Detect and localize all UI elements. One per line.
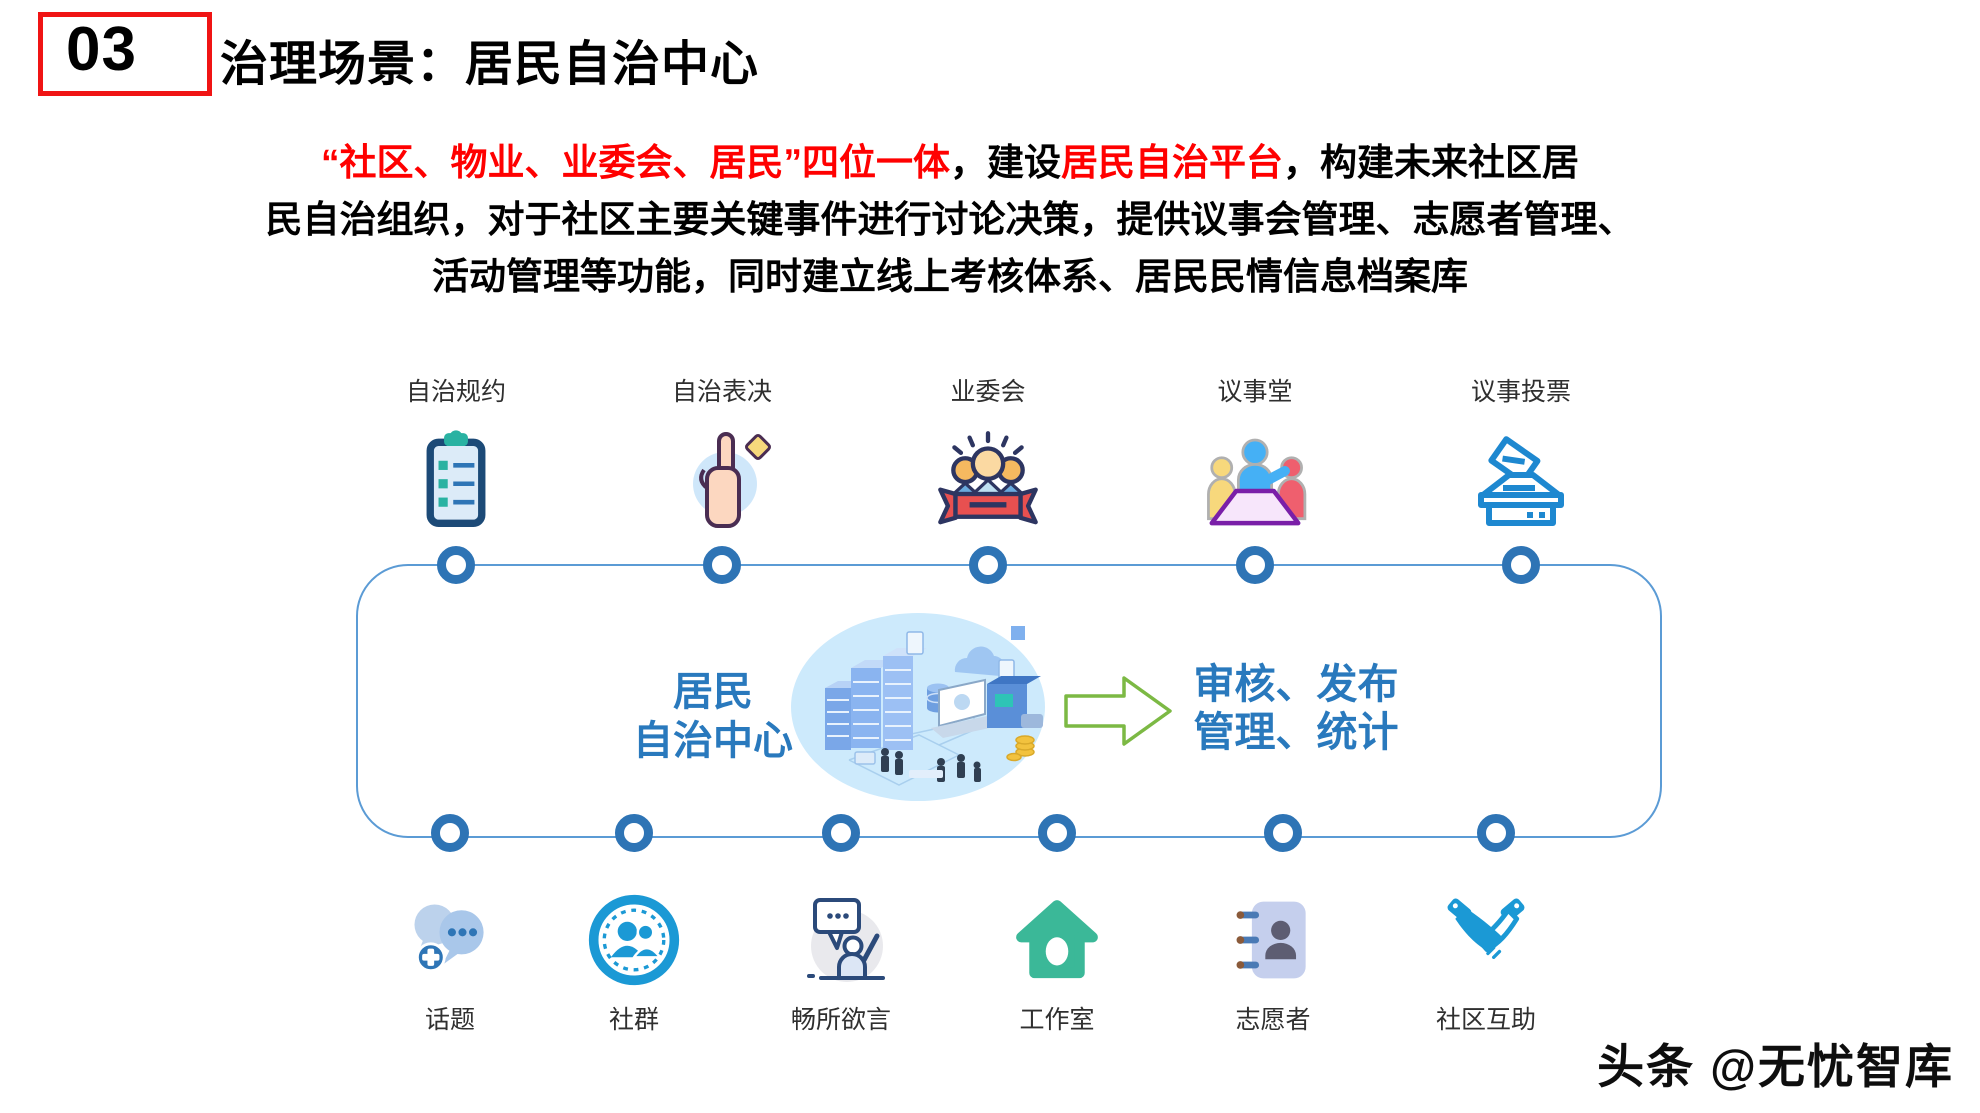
bottom-node-topic: 话题 <box>355 886 545 1036</box>
top-node-vote: 自治表决 <box>627 372 817 540</box>
top-node-rules: 自治规约 <box>361 372 551 540</box>
result-title-line2: 管理、统计 <box>1193 709 1399 756</box>
bottom-node-mutual-aid: 社区互助 <box>1391 886 1581 1036</box>
bottom-node-speak: 畅所欲言 <box>746 886 936 1036</box>
diagram-frame <box>356 564 1662 838</box>
node-label: 自治规约 <box>405 378 506 406</box>
node-label: 社区互助 <box>1435 1006 1536 1034</box>
connector-ring <box>437 546 475 584</box>
connector-ring <box>822 814 860 852</box>
intro-line: 民自治组织，对于社区主要关键事件进行讨论决策，提供议事会管理、志愿者管理、 <box>190 191 1710 248</box>
intro-line: 活动管理等功能，同时建立线上考核体系、居民民情信息档案库 <box>190 248 1710 305</box>
node-label: 议事堂 <box>1217 378 1293 406</box>
connector-ring <box>1264 814 1302 852</box>
section-number: 03 <box>66 15 137 84</box>
raised-hand-icon <box>669 422 775 540</box>
smart-community-illustration <box>789 610 1047 806</box>
clipboard-icon <box>410 422 502 540</box>
top-node-committee: 业委会 <box>893 372 1083 540</box>
connector-ring <box>431 814 469 852</box>
intro-text-segment: “社区、物业、业委会、居民”四位一体 <box>321 142 950 183</box>
node-label: 话题 <box>424 1006 475 1034</box>
node-label: 畅所欲言 <box>790 1006 891 1034</box>
volunteer-book-icon <box>1225 886 1321 988</box>
result-title: 审核、发布 管理、统计 <box>1186 660 1406 757</box>
connector-ring <box>969 546 1007 584</box>
watermark: 头条 @无忧智库 <box>1597 1040 1954 1093</box>
center-title-line1: 居民 <box>673 670 753 714</box>
connector-ring <box>703 546 741 584</box>
section-number-box <box>38 12 212 96</box>
center-title-line2: 自治中心 <box>633 718 793 763</box>
intro-text-segment: 居民自治平台 <box>1061 142 1283 183</box>
node-label: 工作室 <box>1019 1006 1095 1034</box>
connector-ring <box>1038 814 1076 852</box>
chat-topic-icon <box>402 886 498 988</box>
committee-icon <box>932 422 1044 540</box>
node-label: 自治表决 <box>671 378 772 406</box>
node-label: 社群 <box>608 1006 659 1034</box>
connector-ring <box>1502 546 1540 584</box>
ballot-box-icon <box>1471 422 1571 540</box>
node-label: 议事投票 <box>1470 378 1571 406</box>
connector-ring <box>615 814 653 852</box>
flow-arrow-icon <box>1064 672 1174 750</box>
result-title-line1: 审核、发布 <box>1193 661 1399 707</box>
node-label: 业委会 <box>950 378 1026 406</box>
meeting-icon <box>1199 422 1311 540</box>
workshop-house-icon <box>1010 886 1104 988</box>
top-node-council: 议事堂 <box>1160 372 1350 540</box>
connector-ring <box>1477 814 1515 852</box>
node-label: 志愿者 <box>1235 1006 1311 1034</box>
intro-paragraph: “社区、物业、业委会、居民”四位一体，建设居民自治平台，构建未来社区居 民自治组… <box>190 134 1710 305</box>
handshake-icon <box>1438 886 1534 988</box>
top-node-ballot: 议事投票 <box>1426 372 1616 540</box>
intro-line: “社区、物业、业委会、居民”四位一体，建设居民自治平台，构建未来社区居 <box>190 134 1710 191</box>
intro-text-segment: 活动管理等功能，同时建立线上考核体系、居民民情信息档案库 <box>432 256 1468 297</box>
intro-text-segment: ，构建未来社区居 <box>1283 142 1579 183</box>
community-group-icon <box>586 886 682 988</box>
bottom-node-community: 社群 <box>539 886 729 1036</box>
connector-ring <box>1236 546 1274 584</box>
center-title: 居民 自治中心 <box>598 668 828 766</box>
bottom-node-volunteer: 志愿者 <box>1178 886 1368 1036</box>
page-title: 治理场景：居民自治中心 <box>220 38 760 91</box>
intro-text-segment: 民自治组织，对于社区主要关键事件进行讨论决策，提供议事会管理、志愿者管理、 <box>265 199 1635 240</box>
bottom-node-workshop: 工作室 <box>962 886 1152 1036</box>
intro-text-segment: ，建设 <box>950 142 1061 183</box>
speak-freely-icon <box>791 886 891 988</box>
